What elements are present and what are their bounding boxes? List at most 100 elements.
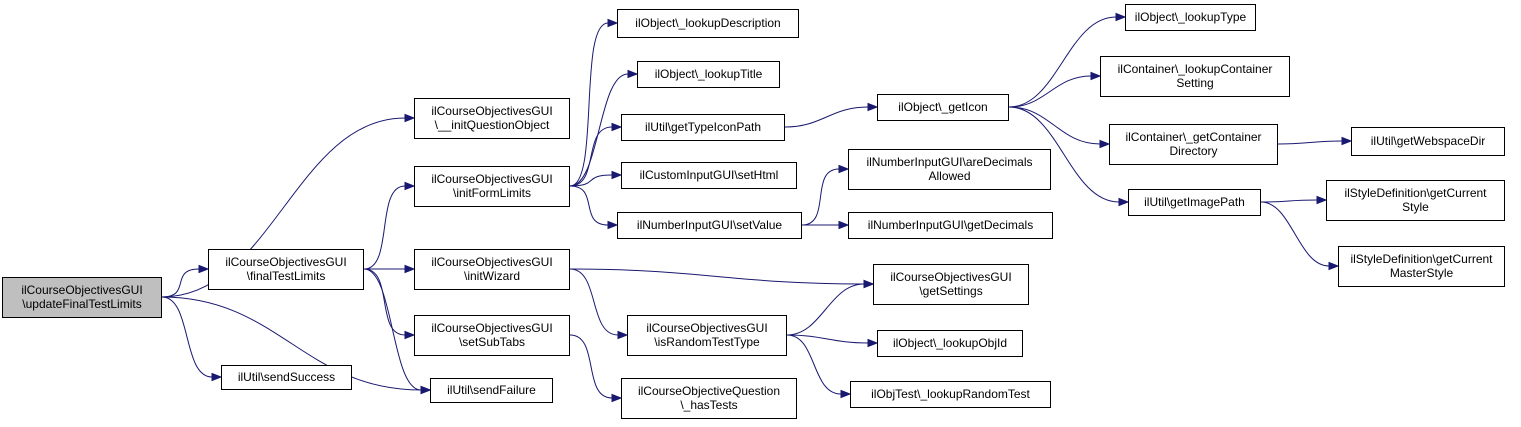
node-box[interactable] — [2, 277, 162, 318]
edge-init-form-limits-to-lookup-title — [569, 69, 639, 187]
edge-arrowhead — [867, 338, 879, 348]
node-box[interactable] — [873, 264, 1029, 305]
node-box[interactable] — [1100, 56, 1290, 97]
node-box[interactable] — [414, 315, 570, 356]
edge-set-value-to-are-decimals-allowed — [801, 164, 850, 226]
edge-init-wizard-to-get-settings — [569, 268, 875, 289]
node-box[interactable] — [1338, 246, 1505, 287]
edge-line — [1260, 199, 1318, 203]
edge-arrowhead — [840, 389, 852, 399]
edge-arrowhead — [404, 264, 416, 274]
edge-arrowhead — [607, 220, 619, 230]
node-label-line: ilObjTest\_lookupRandomTest — [871, 387, 1030, 401]
edge-update-final-test-limits-to-final-test-limits — [161, 264, 210, 298]
edge-get-type-icon-path-to-get-icon — [784, 102, 879, 128]
node-label-line: \initWizard — [464, 269, 520, 283]
node-label-line: Style — [1402, 200, 1429, 214]
node-box[interactable] — [621, 162, 797, 189]
node-lookup-description[interactable]: ilObject\_lookupDescription — [617, 9, 799, 38]
node-lookup-title[interactable]: ilObject\_lookupTitle — [637, 61, 780, 88]
edge-arrowhead — [211, 372, 223, 382]
node-box[interactable] — [848, 149, 1051, 190]
node-box[interactable] — [1326, 180, 1505, 221]
node-update-final-test-limits[interactable]: ilCourseObjectivesGUI\updateFinalTestLim… — [2, 277, 162, 318]
node-label-line: \finalTestLimits — [247, 269, 326, 283]
node-box[interactable] — [1125, 4, 1256, 31]
node-get-type-icon-path[interactable]: ilUtil\getTypeIconPath — [621, 114, 785, 141]
node-box[interactable] — [1109, 124, 1278, 165]
edges-layer — [161, 12, 1353, 403]
node-box[interactable] — [877, 330, 1023, 357]
edge-get-container-directory-to-get-webspace-dir — [1277, 136, 1353, 146]
edge-init-form-limits-to-get-type-icon-path — [569, 122, 623, 187]
node-box[interactable] — [208, 249, 364, 290]
edge-get-icon-to-lookup-container-setting — [1008, 71, 1102, 108]
node-label-line: Setting — [1176, 76, 1213, 90]
edge-line — [1008, 106, 1101, 145]
edge-get-icon-to-get-container-directory — [1008, 106, 1111, 149]
node-init-question-object[interactable]: ilCourseObjectivesGUI\__initQuestionObje… — [414, 98, 570, 139]
edge-line — [569, 73, 629, 187]
node-box[interactable] — [637, 61, 780, 88]
edge-line — [569, 174, 613, 187]
node-set-html[interactable]: ilCustomInputGUI\setHtml — [621, 162, 797, 189]
edge-line — [363, 268, 406, 336]
edge-arrowhead — [198, 264, 210, 274]
edge-is-random-test-type-to-lookup-random-test — [786, 334, 852, 399]
node-init-wizard[interactable]: ilCourseObjectivesGUI\initWizard — [414, 249, 570, 290]
node-box[interactable] — [617, 9, 799, 38]
node-get-settings[interactable]: ilCourseObjectivesGUI\getSettings — [873, 264, 1029, 305]
node-lookup-type[interactable]: ilObject\_lookupType — [1125, 4, 1256, 31]
node-get-webspace-dir[interactable]: ilUtil\getWebspaceDir — [1351, 127, 1505, 156]
node-box[interactable] — [621, 378, 797, 419]
node-box[interactable] — [430, 378, 553, 403]
node-send-success[interactable]: ilUtil\sendSuccess — [221, 365, 352, 390]
edge-line — [1260, 201, 1330, 267]
node-box[interactable] — [617, 212, 802, 239]
node-label-line: ilNumberInputGUI\getDecimals — [868, 218, 1033, 232]
node-lookup-obj-id[interactable]: ilObject\_lookupObjId — [877, 330, 1023, 357]
node-box[interactable] — [414, 98, 570, 139]
edge-line — [1008, 75, 1092, 108]
node-box[interactable] — [848, 212, 1053, 239]
node-box[interactable] — [221, 365, 352, 390]
edge-final-test-limits-to-init-form-limits — [363, 181, 416, 270]
node-box[interactable] — [850, 381, 1051, 408]
node-lookup-random-test[interactable]: ilObjTest\_lookupRandomTest — [850, 381, 1051, 408]
edge-line — [1008, 16, 1117, 108]
node-set-sub-tabs[interactable]: ilCourseObjectivesGUI\setSubTabs — [414, 315, 570, 356]
node-box[interactable] — [877, 94, 1009, 121]
node-label-line: ilContainer\_lookupContainer — [1118, 62, 1273, 76]
node-set-value[interactable]: ilNumberInputGUI\setValue — [617, 212, 802, 239]
node-box[interactable] — [1351, 127, 1505, 156]
nodes-layer: ilCourseObjectivesGUI\updateFinalTestLim… — [2, 4, 1505, 419]
node-label-line: \getSettings — [919, 284, 982, 298]
node-get-decimals[interactable]: ilNumberInputGUI\getDecimals — [848, 212, 1053, 239]
node-box[interactable] — [414, 249, 570, 290]
node-get-icon[interactable]: ilObject\_getIcon — [877, 94, 1009, 121]
node-label-line: ilObject\_lookupTitle — [655, 67, 763, 81]
edge-arrowhead — [1099, 139, 1111, 149]
edge-arrowhead — [607, 18, 619, 28]
node-box[interactable] — [414, 166, 570, 207]
node-box[interactable] — [1128, 189, 1261, 216]
edge-arrowhead — [838, 164, 850, 174]
edge-update-final-test-limits-to-send-success — [161, 296, 223, 382]
node-box[interactable] — [621, 114, 785, 141]
node-label-line: ilObject\_lookupType — [1135, 10, 1247, 24]
node-final-test-limits[interactable]: ilCourseObjectivesGUI\finalTestLimits — [208, 249, 364, 290]
node-init-form-limits[interactable]: ilCourseObjectivesGUI\initFormLimits — [414, 166, 570, 207]
node-get-image-path[interactable]: ilUtil\getImagePath — [1128, 189, 1261, 216]
node-is-random-test-type[interactable]: ilCourseObjectivesGUI\isRandomTestType — [627, 315, 787, 356]
node-has-tests[interactable]: ilCourseObjectiveQuestion\_hasTests — [621, 378, 797, 419]
edge-is-random-test-type-to-lookup-obj-id — [786, 334, 879, 348]
node-send-failure[interactable]: ilUtil\sendFailure — [430, 378, 553, 403]
node-label-line: ilObject\_getIcon — [898, 100, 987, 114]
node-box[interactable] — [627, 315, 787, 356]
